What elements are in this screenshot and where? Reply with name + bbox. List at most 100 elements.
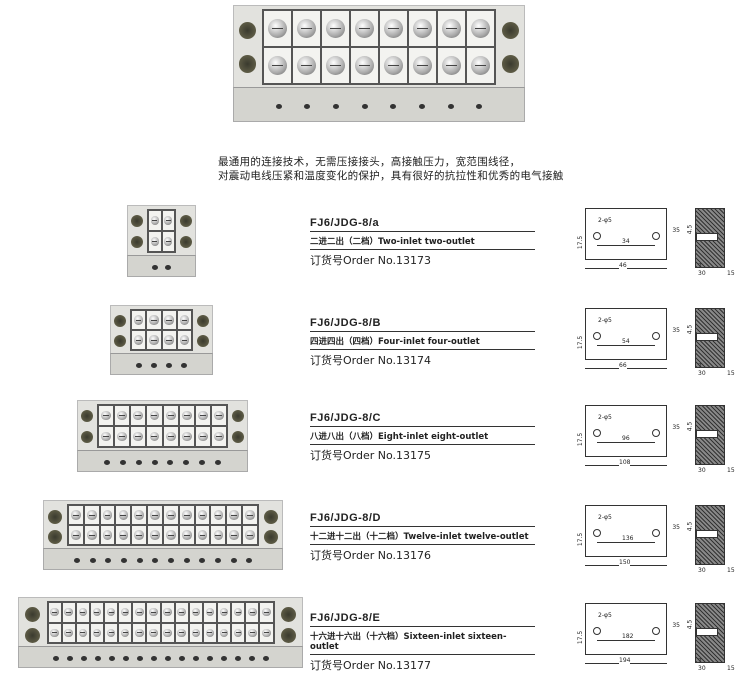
wire-entry-hole <box>119 460 126 465</box>
screw-icon <box>86 530 97 540</box>
hole-spacing: 34 <box>622 238 630 245</box>
screw-icon <box>229 530 240 540</box>
screw-icon <box>164 237 173 246</box>
offset-dim: 17.5 <box>577 432 585 447</box>
wire-entry-hole <box>214 558 221 563</box>
wire-entry-hole <box>332 103 339 109</box>
hole-label: 2-φ5 <box>598 317 612 324</box>
length-dim: 194 <box>619 657 631 664</box>
offset-dim: 17.5 <box>577 630 585 645</box>
terminal-cell <box>100 526 115 544</box>
wire-entry-hole <box>108 656 115 661</box>
mount-hole-icon <box>593 332 601 340</box>
product-description: 二进二出（二档）Two-inlet two-outlet <box>310 232 535 250</box>
terminal-cell <box>243 506 257 524</box>
mounting-hole <box>281 627 297 643</box>
screw-icon <box>205 608 215 617</box>
screw-icon <box>297 19 317 38</box>
mounting-hole <box>501 55 520 73</box>
screw-icon <box>163 608 172 617</box>
hole-label: 2-φ5 <box>598 514 612 521</box>
screw-icon <box>355 19 374 38</box>
length-dim: 66 <box>619 362 627 369</box>
wire-entry-hole <box>80 656 87 661</box>
screw-icon <box>191 608 201 617</box>
screw-icon <box>384 56 403 75</box>
width-dim: 35 <box>672 622 680 629</box>
wire-entry-hole <box>246 558 253 563</box>
screw-icon <box>86 510 97 520</box>
mounting-hole <box>263 510 279 525</box>
slot-dim: 7 <box>698 560 702 567</box>
block-front <box>77 450 248 472</box>
terminal-cell <box>119 623 132 642</box>
screw-icon <box>179 335 189 345</box>
terminal-cell <box>437 11 465 46</box>
product-description: 十二进十二出（十二档）Twelve-inlet twelve-outlet <box>310 527 535 545</box>
mounting-hole <box>501 21 520 40</box>
lip-dim: 15 <box>727 270 735 277</box>
block-front <box>110 353 213 375</box>
screw-icon <box>470 56 490 75</box>
mounting-hole <box>24 627 40 643</box>
screw-icon <box>133 431 144 442</box>
screw-icon <box>149 431 160 442</box>
mounting-hole <box>114 315 126 327</box>
product-description: 十六进十六出（十六档）Sixteen-inlet sixteen-outlet <box>310 627 535 655</box>
dimension-drawing: 2-φ5 136 35 17.5 150 30 7 4.5 15 <box>577 505 740 575</box>
terminal-cell <box>211 506 226 524</box>
screw-icon <box>245 530 255 540</box>
terminal-cell <box>179 506 194 524</box>
terminal-cell <box>147 603 160 622</box>
terminal-cell <box>99 406 114 425</box>
screw-icon <box>149 315 159 325</box>
screw-icon <box>118 530 129 540</box>
screw-icon <box>213 530 224 540</box>
screw-icon <box>149 335 159 345</box>
product-description: 四进四出（四档）Four-inlet four-outlet <box>310 332 535 350</box>
terminal-cell <box>132 526 147 544</box>
product-info: FJ6/JDG-8/D 十二进十二出（十二档）Twelve-inlet twel… <box>310 512 535 563</box>
wire-entry-hole <box>135 460 142 465</box>
lip-dim: 15 <box>727 665 735 672</box>
screw-icon <box>92 628 102 637</box>
width-dim: 35 <box>672 524 680 531</box>
wire-entry-hole <box>105 558 112 563</box>
terminal-cell <box>466 11 494 46</box>
screw-icon <box>214 431 224 442</box>
side-view <box>695 603 725 663</box>
terminal-cell <box>322 11 350 46</box>
length-dim: 150 <box>619 559 631 566</box>
terminal-cell <box>264 48 292 83</box>
mount-hole-icon <box>652 529 660 537</box>
terminal-cell <box>131 406 146 425</box>
product-model: FJ6/JDG-8/a <box>310 217 535 232</box>
terminal-cell <box>161 603 174 622</box>
terminal-cell <box>437 48 465 83</box>
product-info: FJ6/JDG-8/C 八进八出（八档）Eight-inlet eight-ou… <box>310 412 535 463</box>
product-image <box>43 500 283 570</box>
screw-icon <box>150 216 159 225</box>
terminal-cell <box>148 506 162 524</box>
terminal-cell <box>293 11 321 46</box>
slot-dim: 7 <box>698 658 702 665</box>
terminal-cell <box>116 526 131 544</box>
mount-hole-icon <box>593 627 601 635</box>
terminal-cell <box>175 603 188 622</box>
screw-icon <box>150 237 159 246</box>
terminal-cell <box>149 232 161 251</box>
mounting-hole <box>24 607 40 623</box>
wire-entry-hole <box>165 363 172 368</box>
screw-icon <box>179 315 189 325</box>
wire-entry-hole <box>120 558 127 563</box>
terminal-cell <box>408 11 436 46</box>
hole-spacing: 54 <box>622 338 630 345</box>
screw-icon <box>134 530 145 540</box>
wire-entry-hole <box>220 656 227 661</box>
screw-icon <box>133 410 144 421</box>
dimension-drawing: 2-φ5 96 35 17.5 108 30 7 4.5 15 <box>577 405 740 475</box>
screw-icon <box>164 315 174 325</box>
product-model: FJ6/JDG-8/B <box>310 317 535 332</box>
terminal-cell <box>99 427 114 446</box>
terminal-cell <box>131 427 146 446</box>
